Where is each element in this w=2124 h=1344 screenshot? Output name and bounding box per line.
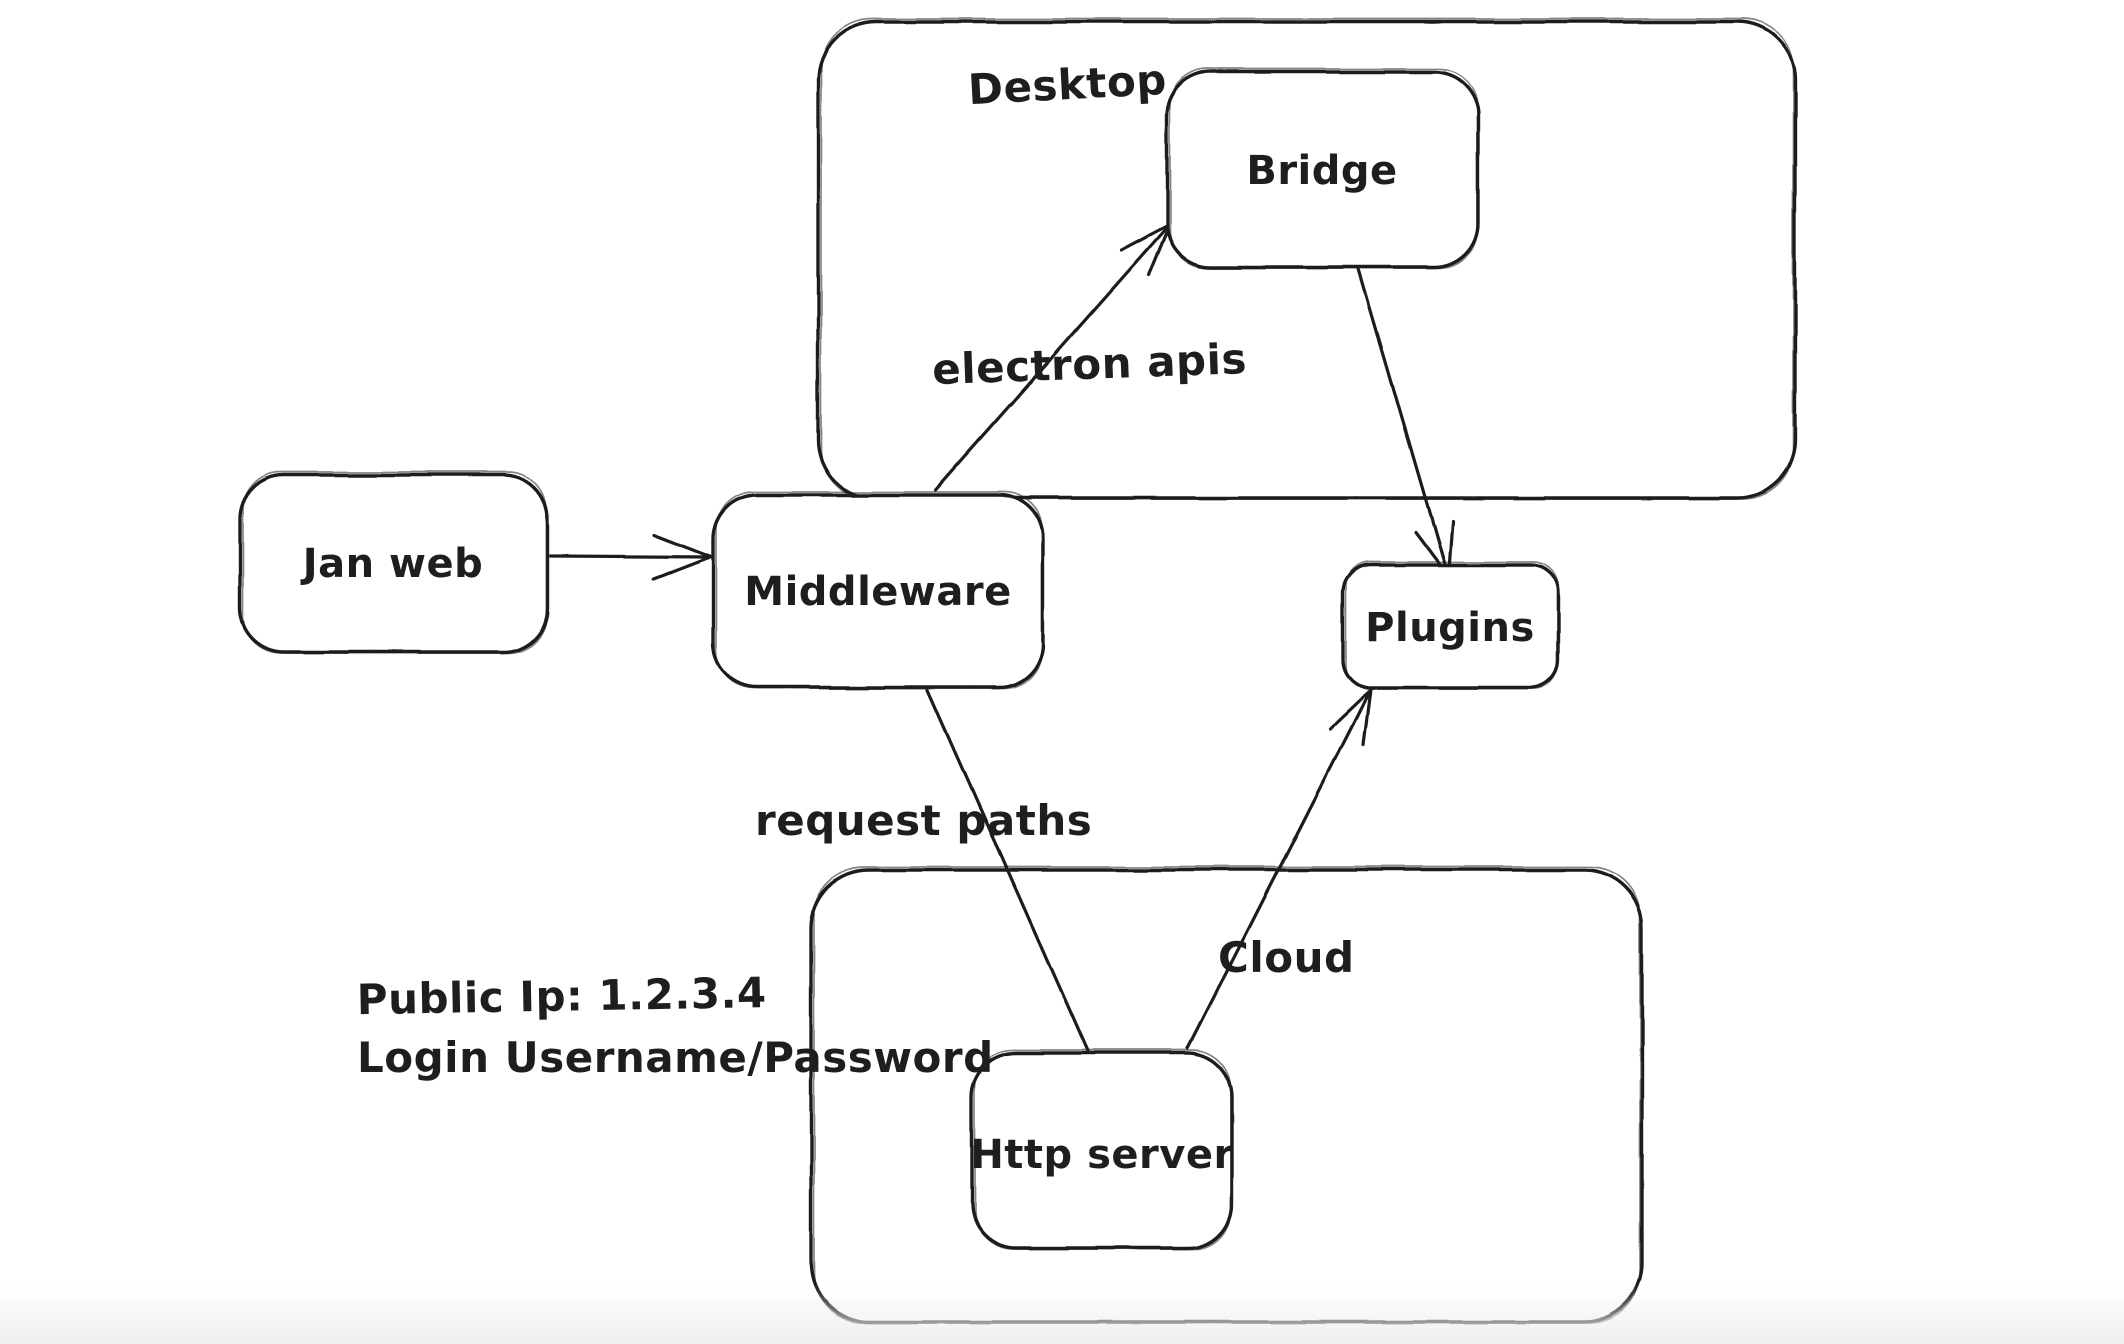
node-bridge[interactable] — [1165, 68, 1480, 269]
jan-web-label: Jan web — [300, 541, 484, 587]
edge-middleware-to-http-server[interactable] — [926, 688, 1090, 1054]
middleware-label: Middleware — [744, 569, 1011, 615]
node-plugins[interactable] — [1341, 561, 1560, 690]
node-middleware-shape[interactable] — [711, 493, 1045, 689]
request-paths-edge-label[interactable]: request paths — [755, 796, 1092, 845]
edge-http-server-to-plugins[interactable] — [1186, 688, 1372, 1050]
node-bridge-sketch-stroke — [1169, 68, 1478, 269]
node-plugins-sketch-stroke — [1345, 561, 1558, 690]
desktop-container-sketch-stroke — [820, 18, 1794, 500]
node-group — [238, 68, 1560, 1250]
node-http-server-sketch-stroke — [974, 1049, 1232, 1250]
node-middleware-sketch-stroke — [715, 491, 1043, 689]
node-bridge-shape[interactable] — [1165, 70, 1480, 269]
http-server-label: Http server — [970, 1132, 1233, 1178]
label-group: Desktop Cloud Jan web Middleware Bridge … — [300, 55, 1535, 1178]
plugins-label: Plugins — [1365, 605, 1535, 651]
node-http-server[interactable] — [970, 1049, 1234, 1250]
node-jan-web[interactable] — [238, 471, 549, 654]
cloud-container-label[interactable]: Cloud — [1218, 933, 1355, 982]
bridge-label: Bridge — [1246, 148, 1397, 194]
electron-apis-edge-label[interactable]: electron apis — [931, 334, 1247, 394]
public-ip-note[interactable]: Public Ip: 1.2.3.4 — [356, 968, 767, 1024]
node-middleware[interactable] — [711, 491, 1045, 689]
node-jan-web-sketch-stroke — [242, 471, 547, 654]
node-jan-web-shape[interactable] — [238, 473, 549, 654]
edge-jan-web-to-middleware[interactable] — [548, 533, 713, 581]
desktop-container-label[interactable]: Desktop — [967, 55, 1168, 114]
login-note[interactable]: Login Username/Password — [357, 1033, 994, 1082]
edge-group — [548, 222, 1454, 1054]
node-http-server-shape[interactable] — [970, 1051, 1234, 1250]
node-plugins-shape[interactable] — [1341, 563, 1560, 690]
